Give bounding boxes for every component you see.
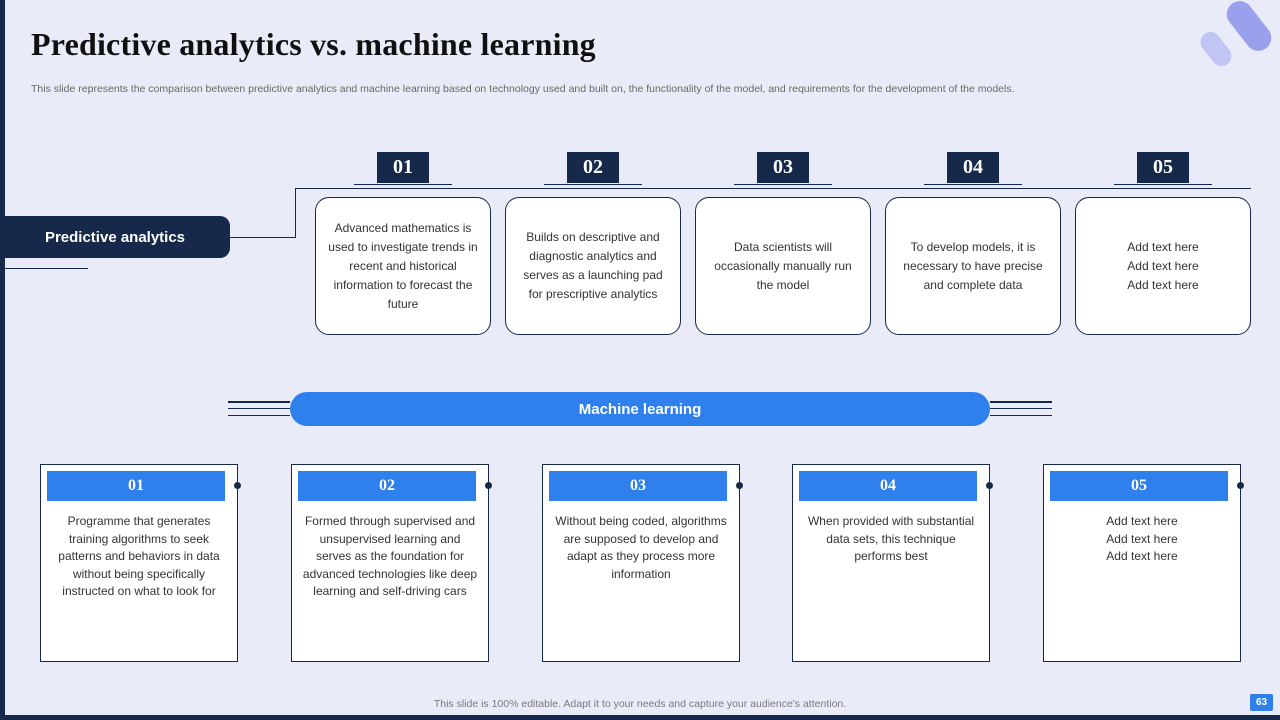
connector-line: [295, 188, 296, 237]
number-header: 03: [549, 471, 727, 501]
connector-line: [295, 188, 1251, 189]
connector-line: [228, 237, 296, 238]
number-badge: 01: [377, 152, 429, 183]
number-header: 04: [799, 471, 977, 501]
number-badge: 04: [947, 152, 999, 183]
machine-item-card: 01 Programme that generates training alg…: [40, 464, 241, 662]
header-end-dot: [986, 482, 993, 489]
predictive-item-card: 04 To develop models, it is necessary to…: [885, 152, 1061, 335]
predictive-item-card: 02 Builds on descriptive and diagnostic …: [505, 152, 681, 335]
corner-decoration-shape: [1221, 0, 1277, 57]
label-underline: [0, 268, 88, 269]
predictive-item-card: 03 Data scientists will occasionally man…: [695, 152, 871, 335]
card-text: Advanced mathematics is used to investig…: [328, 220, 478, 311]
machine-item-card: 02 Formed through supervised and unsuper…: [291, 464, 492, 662]
card-text: Without being coded, algorithms are supp…: [555, 514, 727, 581]
card-text: Programme that generates training algori…: [58, 514, 220, 598]
machine-item-card: 05 Add text here Add text here Add text …: [1043, 464, 1244, 662]
card-text: Builds on descriptive and diagnostic ana…: [523, 230, 663, 301]
card-text: To develop models, it is necessary to ha…: [903, 239, 1043, 292]
card-text: Data scientists will occasionally manual…: [714, 239, 852, 292]
header-end-dot: [736, 482, 743, 489]
badge-underline: [544, 184, 642, 185]
badge-underline: [354, 184, 452, 185]
card-text: Add text here Add text here Add text her…: [1106, 514, 1178, 563]
banner-side-lines: [228, 401, 290, 416]
badge-underline: [734, 184, 832, 185]
header-end-dot: [1237, 482, 1244, 489]
header-end-dot: [485, 482, 492, 489]
left-edge-strip: [0, 0, 5, 720]
corner-decoration-shape: [1196, 27, 1236, 71]
number-badge: 03: [757, 152, 809, 183]
page-title: Predictive analytics vs. machine learnin…: [31, 26, 596, 62]
page-number-badge: 63: [1250, 694, 1273, 711]
card-text: Add text here Add text here Add text her…: [1127, 239, 1199, 292]
number-badge: 02: [567, 152, 619, 183]
machine-learning-label: Machine learning: [290, 392, 990, 426]
card-text: Formed through supervised and unsupervis…: [302, 514, 478, 598]
banner-side-lines: [990, 401, 1052, 416]
number-header: 05: [1050, 471, 1228, 501]
number-header: 02: [298, 471, 476, 501]
card-text: When provided with substantial data sets…: [807, 514, 975, 563]
badge-underline: [924, 184, 1022, 185]
page-subtitle: This slide represents the comparison bet…: [31, 83, 1015, 95]
bottom-edge-strip: [0, 715, 1280, 720]
predictive-analytics-label: Predictive analytics: [0, 216, 230, 258]
header-end-dot: [234, 482, 241, 489]
predictive-item-card: 05 Add text here Add text here Add text …: [1075, 152, 1251, 335]
machine-item-card: 03 Without being coded, algorithms are s…: [542, 464, 743, 662]
badge-underline: [1114, 184, 1212, 185]
machine-item-card: 04 When provided with substantial data s…: [792, 464, 993, 662]
predictive-item-card: 01 Advanced mathematics is used to inves…: [315, 152, 491, 335]
number-badge: 05: [1137, 152, 1189, 183]
number-header: 01: [47, 471, 225, 501]
footer-note: This slide is 100% editable. Adapt it to…: [433, 698, 847, 710]
